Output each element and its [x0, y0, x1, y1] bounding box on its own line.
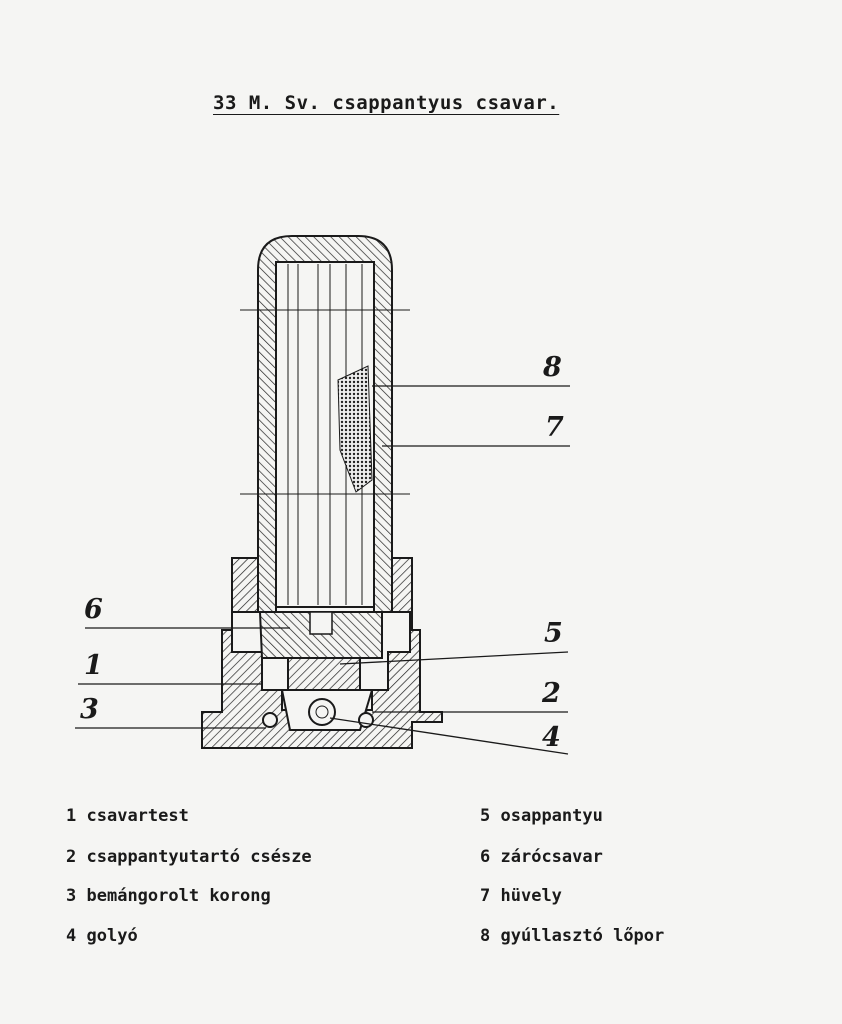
- callout-3: 3: [80, 694, 99, 725]
- sleeve: [257, 235, 393, 613]
- legend-item: 2 csappantyutartó csésze: [66, 847, 312, 867]
- primer: [287, 657, 361, 691]
- legend-item: 1 csavartest: [66, 806, 189, 826]
- callout-6: 6: [84, 594, 103, 625]
- legend-item: 8 gyúllasztó lőpor: [480, 926, 665, 946]
- legend-item: 4 golyó: [66, 926, 138, 946]
- legend-item: 3 bemángorolt korong: [66, 886, 271, 906]
- callout-5: 5: [544, 618, 563, 649]
- legend-item: 7 hüvely: [480, 886, 562, 906]
- callout-7: 7: [545, 412, 564, 443]
- callout-2: 2: [542, 678, 561, 709]
- page-title: 33 M. Sv. csappantyus csavar.: [213, 92, 560, 114]
- callout-8: 8: [543, 352, 562, 383]
- ball: [308, 698, 336, 726]
- closing-screw: [258, 611, 383, 659]
- callout-1: 1: [84, 650, 103, 681]
- legend-item: 5 osappantyu: [480, 806, 603, 826]
- legend-item: 6 zárócsavar: [480, 847, 603, 867]
- ignition-powder: [337, 365, 373, 493]
- callout-4: 4: [542, 722, 561, 753]
